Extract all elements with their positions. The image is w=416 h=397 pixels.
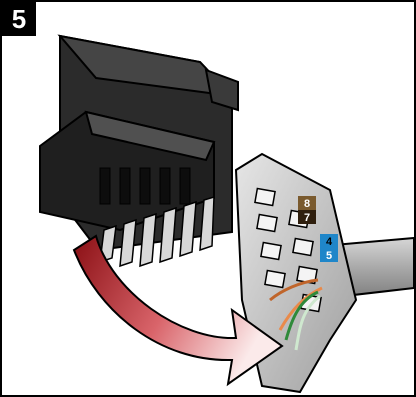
label-7: 7 (304, 212, 310, 224)
label-8: 8 (304, 198, 310, 210)
label-4: 4 (326, 236, 333, 248)
step-number-badge: 5 (2, 2, 36, 36)
label-5: 5 (326, 250, 332, 262)
